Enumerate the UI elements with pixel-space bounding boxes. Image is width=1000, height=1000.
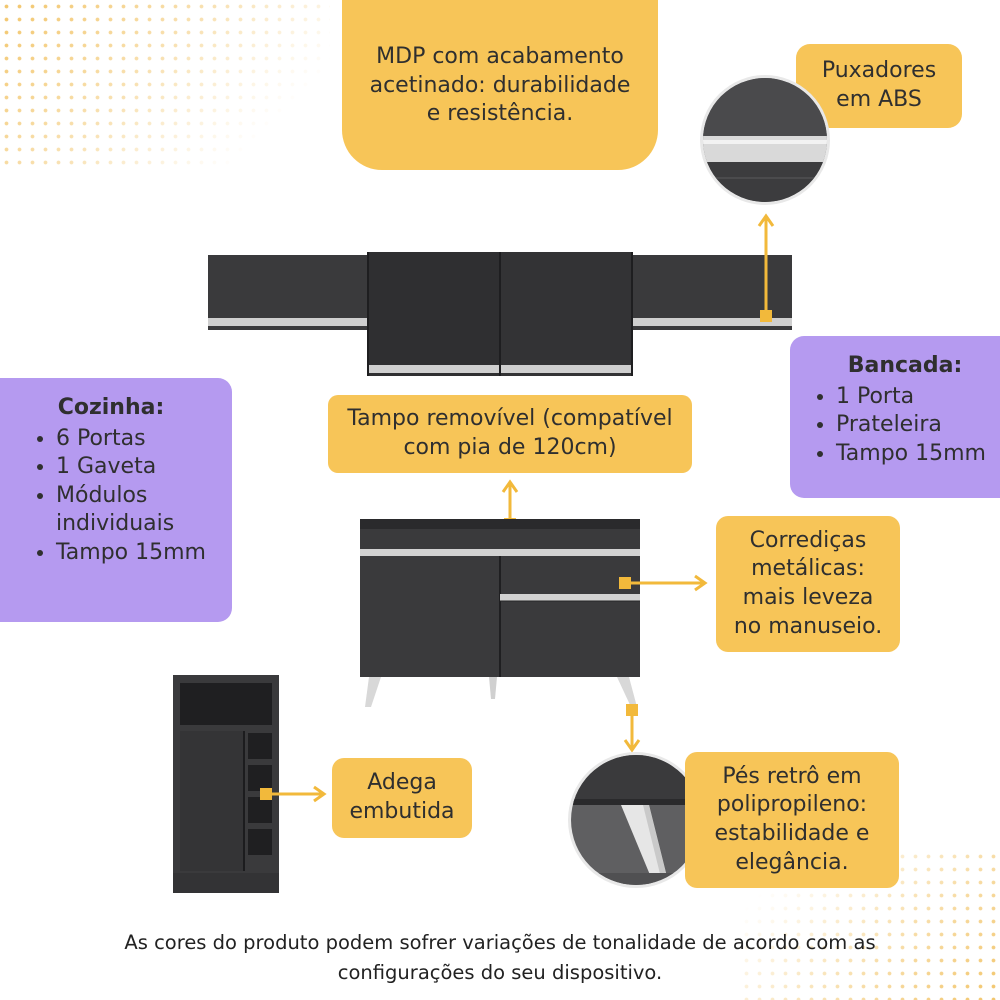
arrow-to-corredicas bbox=[619, 574, 708, 592]
sink-cabinet-image bbox=[360, 519, 640, 707]
callout-corredicas-line-3: mais leveza bbox=[742, 585, 874, 610]
callout-mdp-line-3: e resistência. bbox=[426, 101, 574, 127]
bancada-list: 1 Porta Prateleira Tampo 15mm bbox=[810, 383, 986, 469]
bancada-item: Tampo 15mm bbox=[836, 440, 986, 469]
cozinha-item-line-1: Módulos bbox=[56, 482, 148, 508]
footer-line-1: As cores do produto podem sofrer variaçõ… bbox=[124, 931, 876, 954]
bancada-item: 1 Porta bbox=[836, 383, 986, 412]
bancada-item: Prateleira bbox=[836, 411, 986, 440]
cozinha-item: Tampo 15mm bbox=[56, 539, 206, 568]
callout-mdp: MDP com acabamento acetinado: durabilida… bbox=[342, 0, 658, 170]
wall-cabinet-image bbox=[208, 252, 792, 376]
callout-pes: Pés retrô em polipropileno: estabilidade… bbox=[685, 752, 899, 888]
arrow-to-adega bbox=[260, 785, 327, 803]
callout-adega-line-2: embutida bbox=[349, 799, 455, 824]
callout-puxadores-line-2: em ABS bbox=[836, 87, 922, 112]
callout-tampo-line-1: Tampo removível (compatível bbox=[347, 406, 673, 432]
bancada-panel: Bancada: 1 Porta Prateleira Tampo 15mm bbox=[790, 336, 1000, 498]
handle-closeup-svg bbox=[703, 78, 827, 202]
callout-corredicas-line-2: metálicas: bbox=[751, 556, 865, 582]
callout-pes-line-3: estabilidade e bbox=[714, 821, 870, 846]
leg-closeup-image bbox=[568, 752, 704, 888]
handle-closeup-image bbox=[700, 75, 830, 205]
cozinha-item-line-2: individuais bbox=[56, 511, 175, 537]
cozinha-item: 1 Gaveta bbox=[56, 453, 206, 482]
callout-mdp-line-2: acetinado: durabilidade bbox=[369, 72, 631, 98]
callout-adega-line-1: Adega bbox=[367, 770, 437, 796]
cozinha-panel: Cozinha: 6 Portas 1 Gaveta Módulos indivi… bbox=[0, 378, 232, 622]
footer-line-2: configurações do seu dispositivo. bbox=[337, 961, 663, 985]
bancada-title: Bancada: bbox=[847, 353, 963, 378]
arrow-to-pes bbox=[623, 704, 641, 753]
callout-pes-line-2: polipropileno: bbox=[716, 792, 868, 818]
cozinha-list: 6 Portas 1 Gaveta Módulos individuais Tam… bbox=[30, 425, 206, 568]
wine-cabinet-image bbox=[173, 675, 279, 893]
cozinha-item: 6 Portas bbox=[56, 425, 206, 454]
callout-mdp-line-1: MDP com acabamento bbox=[376, 44, 624, 70]
decorative-dots-top-left bbox=[0, 0, 330, 170]
cozinha-item: Módulos individuais bbox=[56, 482, 206, 539]
callout-pes-line-1: Pés retrô em bbox=[722, 763, 862, 789]
callout-tampo: Tampo removível (compatível com pia de 1… bbox=[328, 395, 692, 473]
callout-corredicas-line-1: Corrediças bbox=[749, 527, 867, 553]
arrow-to-puxadores bbox=[757, 213, 775, 322]
callout-puxadores-line-1: Puxadores bbox=[821, 58, 937, 84]
cozinha-title: Cozinha: bbox=[57, 395, 165, 420]
callout-corredicas-line-4: no manuseio. bbox=[733, 613, 883, 639]
callout-tampo-line-2: com pia de 120cm) bbox=[403, 435, 617, 460]
leg-closeup-svg bbox=[571, 755, 701, 885]
callout-pes-line-4: elegância. bbox=[735, 849, 849, 875]
callout-corredicas: Corrediças metálicas: mais leveza no man… bbox=[716, 516, 900, 652]
footer-disclaimer: As cores do produto podem sofrer variaçõ… bbox=[40, 928, 960, 988]
callout-adega: Adega embutida bbox=[332, 758, 472, 838]
